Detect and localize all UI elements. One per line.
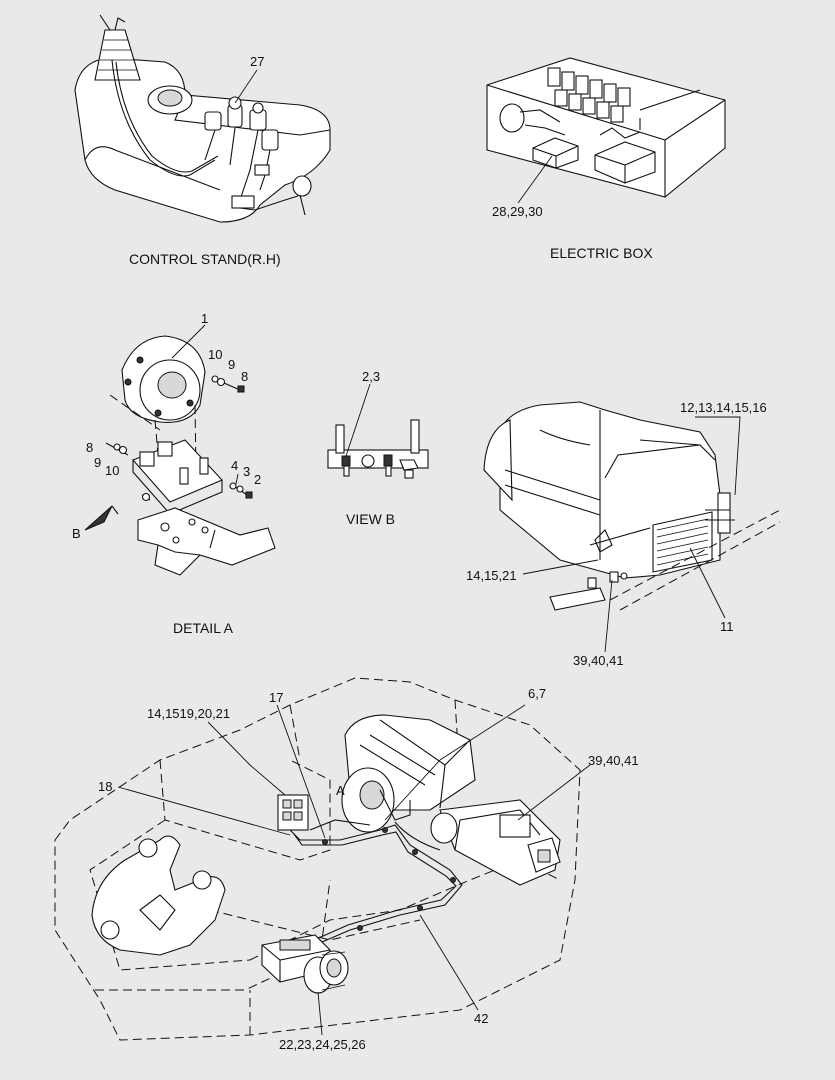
view-b-drawing <box>327 383 429 479</box>
callout-28-29-30: 28,29,30 <box>492 204 543 219</box>
callout-2: 2 <box>254 472 261 487</box>
callout-18: 18 <box>98 779 112 794</box>
callout-27: 27 <box>250 54 264 69</box>
callout-10-left: 10 <box>105 463 119 478</box>
callout-17: 17 <box>269 690 283 705</box>
callout-14-15-21: 14,15,21 <box>466 568 517 583</box>
callout-42: 42 <box>474 1011 488 1026</box>
callout-11: 11 <box>720 619 734 634</box>
callout-b-arrow: B <box>72 526 81 541</box>
callout-8-top: 8 <box>241 369 248 384</box>
engine-detail-drawing <box>483 401 781 653</box>
detail-a-drawing <box>84 324 276 576</box>
callout-6-7: 6,7 <box>528 686 546 701</box>
callout-39-40-41-engine: 39,40,41 <box>573 653 624 668</box>
callout-39-40-41-main: 39,40,41 <box>588 753 639 768</box>
detail-a-caption: DETAIL A <box>173 620 234 636</box>
control-stand-caption: CONTROL STAND(R.H) <box>129 251 281 267</box>
electric-box-caption: ELECTRIC BOX <box>550 245 653 261</box>
callout-4: 4 <box>231 458 238 473</box>
electric-box-drawing <box>486 57 726 204</box>
callout-10-top: 10 <box>208 347 222 362</box>
view-b-caption: VIEW B <box>346 511 395 527</box>
callout-9-top: 9 <box>228 357 235 372</box>
callout-12-13-14-15-16: 12,13,14,15,16 <box>680 400 767 415</box>
callout-14-1519-20-21: 14,1519,20,21 <box>147 706 230 721</box>
callout-8-left: 8 <box>86 440 93 455</box>
callout-1: 1 <box>201 311 208 326</box>
main-assembly-drawing <box>54 677 591 1041</box>
callout-3: 3 <box>243 464 250 479</box>
control-stand-drawing <box>74 14 331 223</box>
callout-9-left: 9 <box>94 455 101 470</box>
callout-22-23-24-25-26: 22,23,24,25,26 <box>279 1037 366 1052</box>
callout-2-3: 2,3 <box>362 369 380 384</box>
callout-a: A <box>336 783 345 798</box>
